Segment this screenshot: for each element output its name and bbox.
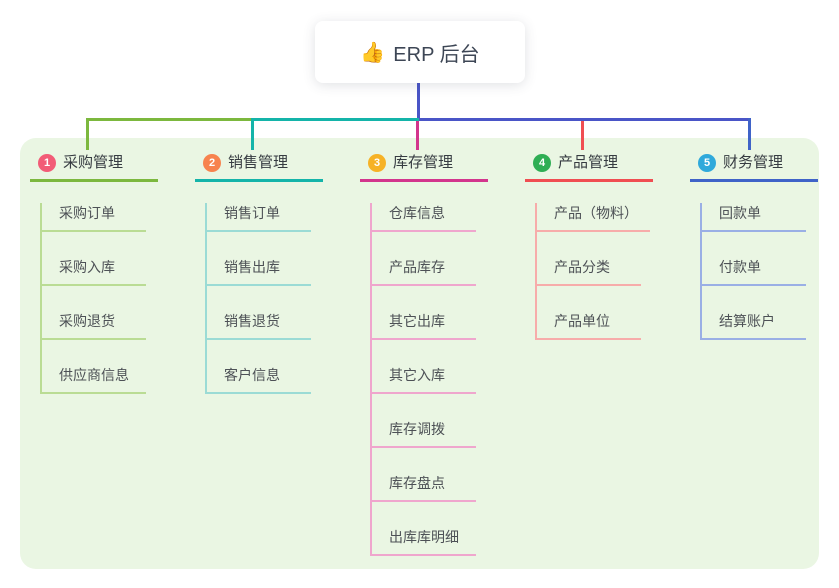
child-node[interactable]: 其它入库 [372,365,476,394]
child-node[interactable]: 产品库存 [372,257,476,286]
branches-panel [20,138,819,569]
branch-label: 采购管理 [63,154,124,171]
child-node[interactable]: 销售退货 [207,311,311,340]
branch-children: 产品（物料） 产品分类产品单位 [535,203,685,340]
branch-label: 财务管理 [723,154,784,171]
child-node[interactable]: 仓库信息 [372,203,476,232]
trunk-segment-teal [251,118,419,121]
child-node[interactable]: 产品（物料） [537,203,650,232]
branch-drop-3 [416,121,419,150]
child-node[interactable]: 其它出库 [372,311,476,340]
child-node[interactable]: 销售订单 [207,203,311,232]
branch-badge: 1 [38,153,56,172]
branch-children: 仓库信息产品库存其它出库其它入库库存调拨库存盘点出库库明细 [370,203,520,556]
branch-4: 4 产品管理产品（物料） 产品分类产品单位 [525,150,685,340]
child-node[interactable]: 采购入库 [42,257,146,286]
child-node[interactable]: 产品分类 [537,257,641,286]
branch-2: 2 销售管理销售订单销售出库销售退货客户信息 [195,150,355,394]
branch-node-4[interactable]: 4 产品管理 [525,150,653,182]
child-node[interactable]: 客户信息 [207,365,311,394]
branch-badge: 4 [533,153,551,172]
root-node[interactable]: 👍 ERP 后台 [315,21,525,83]
branch-children: 销售订单销售出库销售退货客户信息 [205,203,355,394]
branch-5: 5 财务管理回款单付款单结算账户 [690,150,839,340]
branch-children: 采购订单采购入库采购退货供应商信息 [40,203,190,394]
branch-label: 产品管理 [558,154,619,171]
thumbs-up-icon: 👍 [360,41,386,64]
branch-node-1[interactable]: 1 采购管理 [30,150,158,182]
branch-1: 1 采购管理采购订单采购入库采购退货供应商信息 [30,150,190,394]
branch-node-5[interactable]: 5 财务管理 [690,150,818,182]
branch-label: 销售管理 [228,154,289,171]
branch-3: 3 库存管理仓库信息产品库存其它出库其它入库库存调拨库存盘点出库库明细 [360,150,520,556]
child-node[interactable]: 回款单 [702,203,806,232]
branch-drop-2 [251,118,254,150]
child-node[interactable]: 销售出库 [207,257,311,286]
branch-node-2[interactable]: 2 销售管理 [195,150,323,182]
root-connector-line [417,83,420,121]
child-node[interactable]: 产品单位 [537,311,641,340]
branch-drop-1 [86,118,89,150]
child-node[interactable]: 库存调拨 [372,419,476,448]
branch-node-3[interactable]: 3 库存管理 [360,150,488,182]
root-title: ERP 后台 [393,43,480,66]
branch-children: 回款单付款单结算账户 [700,203,839,340]
branch-badge: 2 [203,153,221,172]
child-node[interactable]: 供应商信息 [42,365,146,394]
child-node[interactable]: 采购退货 [42,311,146,340]
child-node[interactable]: 付款单 [702,257,806,286]
child-node[interactable]: 库存盘点 [372,473,476,502]
trunk-segment-green [86,118,251,121]
branch-drop-4 [581,121,584,150]
branch-badge: 5 [698,153,716,172]
child-node[interactable]: 出库库明细 [372,527,476,556]
branch-drop-5 [748,118,751,150]
trunk-segment-blue [419,118,751,121]
branch-badge: 3 [368,153,386,172]
branch-label: 库存管理 [393,154,454,171]
child-node[interactable]: 结算账户 [702,311,806,340]
child-node[interactable]: 采购订单 [42,203,146,232]
